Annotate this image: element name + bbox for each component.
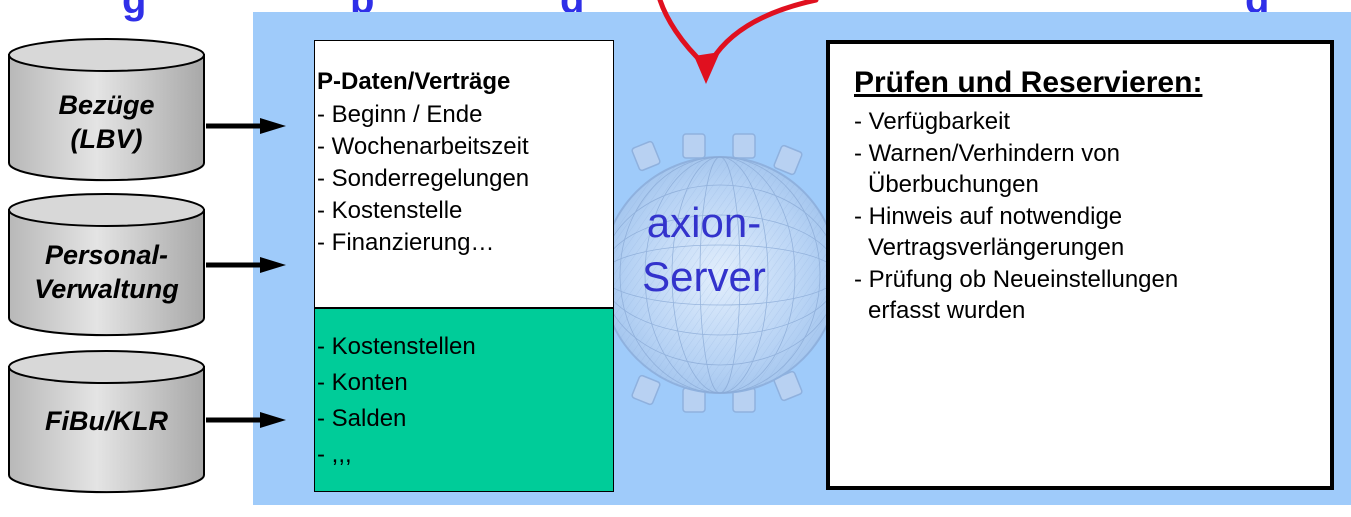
source-db-personalverwaltung: Personal- Verwaltung <box>8 193 205 338</box>
source-label: Personal- <box>44 240 169 270</box>
personnel-item: - Kostenstelle <box>317 197 463 224</box>
source-db-fibu: FiBu/KLR <box>8 350 205 495</box>
personnel-item: - Beginn / Ende <box>317 101 483 128</box>
source-label: Verwaltung <box>34 274 179 304</box>
check-item: - Hinweis auf notwendige <box>854 202 1123 230</box>
source-label: Bezüge <box>58 90 155 120</box>
check-item: - Prüfung ob Neueinstellungen <box>854 265 1179 293</box>
finance-data-box: - Kostenstellen - Konten - Salden - ,,, <box>314 308 614 492</box>
check-item: erfasst wurden <box>868 297 1026 324</box>
server-label-line: Server <box>642 253 766 300</box>
server-label-line: axion- <box>646 199 762 246</box>
check-heading: Prüfen und Reservieren: <box>854 66 1203 99</box>
finance-item: - Kostenstellen <box>317 333 476 360</box>
check-reserve-box: Prüfen und Reservieren: - Verfügbarkeit … <box>826 40 1334 490</box>
finance-item: - ,,, <box>317 441 352 468</box>
personnel-heading: P-Daten/Verträge <box>317 68 511 95</box>
check-item: Vertragsverlängerungen <box>868 234 1125 261</box>
check-item: Überbuchungen <box>868 171 1039 198</box>
title-glyph: g <box>122 0 147 22</box>
source-label: FiBu/KLR <box>45 406 168 436</box>
finance-item: - Konten <box>317 369 408 396</box>
personnel-item: - Wochenarbeitszeit <box>317 133 529 160</box>
gear-globe-icon <box>605 133 835 413</box>
source-label: (LBV) <box>70 124 143 154</box>
check-item: - Warnen/Verhindern von <box>854 139 1120 167</box>
finance-item: - Salden <box>317 405 407 432</box>
personnel-item: - Finanzierung… <box>317 229 495 256</box>
source-db-bezuege: Bezüge (LBV) <box>8 38 205 183</box>
check-item: - Verfügbarkeit <box>854 108 1011 135</box>
personnel-data-box: P-Daten/Verträge - Beginn / Ende - Woche… <box>314 40 614 308</box>
personnel-item: - Sonderregelungen <box>317 165 530 192</box>
server-label: axion- Server <box>600 196 808 304</box>
